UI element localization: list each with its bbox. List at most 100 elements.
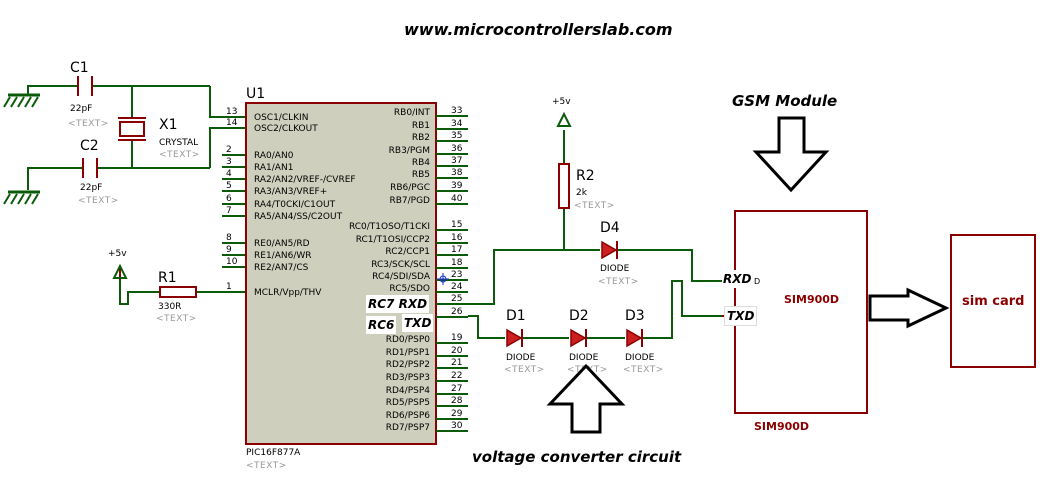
mcu-pin-name: RD0/PSP0 (386, 335, 431, 345)
gsm-txd-caption: TXD (724, 306, 758, 326)
sim-card-block: sim card (950, 234, 1036, 368)
d3-value: DIODE (625, 353, 655, 363)
mcu-pin-name: RA0/AN0 (254, 151, 294, 161)
mcu-pin-number: 35 (451, 131, 462, 141)
r2-text: <TEXT> (574, 201, 615, 211)
mcu-pin-name: RA2/AN2/VREF-/CVREF (254, 175, 356, 185)
r1-value: 330R (158, 302, 181, 312)
c2-value: 22pF (80, 183, 102, 193)
mcu-pin-name: RD6/PSP6 (386, 411, 431, 421)
mcu-pin-number: 17 (451, 245, 462, 255)
ground-symbol-1 (3, 93, 40, 108)
mcu-pin-number: 29 (451, 409, 463, 419)
mcu-pin-number: 25 (451, 294, 462, 304)
mcu-part: PIC16F877A (246, 448, 301, 458)
website-banner: www.microcontrollerslab.com (400, 17, 673, 43)
mcu-text: <TEXT> (246, 461, 287, 471)
d2-ref: D2 (569, 308, 589, 324)
mcu-pin-name: RE0/AN5/RD (254, 239, 310, 249)
wires (27, 85, 722, 339)
c1-value: 22pF (70, 104, 92, 114)
mcu-pin-name: RC3/SCK/SCL (371, 260, 430, 270)
mcu-pin-number: 37 (451, 156, 462, 166)
mcu-pin-number: 38 (451, 168, 463, 178)
mcu-pin-number: 4 (226, 169, 232, 179)
mcu-pin-number: 9 (226, 245, 232, 255)
mcu-pin-name: RD5/PSP5 (386, 398, 430, 408)
txd-caption: TXD (402, 314, 434, 332)
mcu-pin-number: 18 (451, 258, 463, 268)
d1-ref: D1 (506, 308, 526, 324)
mcu-pin-number: 5 (226, 181, 232, 191)
vcc2-label: +5v (552, 97, 571, 107)
mcu-pin-name: RA1/AN1 (254, 163, 293, 173)
diode-d1: D1 DIODE <TEXT> (504, 308, 544, 375)
mcu-pin-number: 28 (451, 396, 463, 406)
sim-box (950, 234, 1036, 368)
mcu-right-pins: 33RB0/INT34RB135RB236RB3/PGM37RB438RB539… (349, 106, 468, 433)
mcu-pin-number: 40 (451, 194, 463, 204)
mcu-pin-number: 7 (226, 206, 232, 216)
gsm-d-fragment: D (754, 277, 760, 286)
diode-d4: D4 DIODE <TEXT> (598, 220, 639, 287)
mcu-pin-name: RB3/PGM (389, 146, 430, 156)
mcu-pin-name: RD1/PSP1 (386, 348, 430, 358)
diode-d3: D3 DIODE <TEXT> (623, 308, 663, 375)
mcu-pin-name: RC2/CCP1 (385, 247, 430, 257)
crosshair-icon (437, 273, 449, 285)
gsm-outer-label: SIM900D (754, 420, 809, 433)
vcc1-label: +5v (108, 249, 127, 259)
d4-value: DIODE (600, 264, 630, 274)
d4-text: <TEXT> (598, 277, 639, 287)
mcu-pin-name: RA5/AN4/SS/C2OUT (254, 212, 343, 222)
mcu-pin-name: RD4/PSP4 (386, 386, 431, 396)
mcu-body (245, 102, 437, 445)
mcu-pin-name: RE1/AN6/WR (254, 251, 312, 261)
mcu-pin-number: 13 (226, 107, 237, 117)
mcu-pin-name: RA3/AN3/VREF+ (254, 187, 327, 197)
mcu-pin-name: RB5 (412, 170, 430, 180)
mcu-pin-name: RC0/T1OSO/T1CKI (349, 222, 430, 232)
mcu-pin-name: RB0/INT (394, 108, 431, 118)
mcu-pin-number: 33 (451, 106, 462, 116)
c1-text: <TEXT> (68, 119, 109, 129)
x1-ref: X1 (159, 117, 178, 133)
resistor-r1: R1 330R <TEXT> (156, 270, 197, 324)
arrow-up-icon (546, 363, 626, 434)
mcu-pin-number: 26 (451, 307, 463, 317)
mcu-pin-number: 34 (451, 119, 463, 129)
mcu-pin-number: 21 (451, 358, 462, 368)
mcu-pin-number: 8 (226, 233, 232, 243)
ground-symbol-2 (3, 190, 40, 205)
mcu-pin-name: RA4/T0CKI/C1OUT (254, 200, 336, 210)
d4-ref: D4 (600, 220, 620, 236)
gsm-inner-label: SIM900D (784, 293, 839, 306)
gsm-rxd-text: RXD (723, 272, 752, 286)
rc7-rxd-caption: RC7 RXD (366, 295, 430, 313)
mcu-pin-name: RC1/T1OSI/CCP2 (356, 235, 430, 245)
r1-text: <TEXT> (156, 314, 197, 324)
mcu-pin-name: RD2/PSP2 (386, 360, 430, 370)
mcu-pin-name: RD7/PSP7 (386, 423, 430, 433)
mcu-pin-number: 30 (451, 421, 463, 431)
mcu-pin-number: 16 (451, 233, 463, 243)
mcu-pin-number: 20 (451, 346, 463, 356)
d2-value: DIODE (569, 353, 599, 363)
r1-ref: R1 (158, 270, 177, 286)
mcu-left-pins: 13OSC1/CLKIN14OSC2/CLKOUT2RA0/AN03RA1/AN… (226, 107, 356, 298)
mcu-pin-number: 2 (226, 145, 232, 155)
mcu-pin-number: 39 (451, 181, 463, 191)
mcu-pin-name: RB7/PGD (389, 196, 430, 206)
mcu-pic16f877a: U1 PIC16F877A <TEXT> 13OSC1/CLKIN14OSC2/… (226, 86, 468, 471)
capacitor-c2: C2 22pF <TEXT> (78, 138, 118, 206)
power-rail-r2: +5v (552, 97, 572, 127)
x1-text: <TEXT> (159, 150, 200, 160)
c2-ref: C2 (80, 138, 99, 154)
mcu-pin-number: 3 (226, 157, 232, 167)
mcu-pin-name: RB1 (412, 121, 430, 131)
mcu-pin-number: 24 (451, 282, 463, 292)
power-rail-r1: +5v (108, 249, 128, 280)
gsm-module-caption: GSM Module (728, 89, 848, 113)
diode-d2: D2 DIODE <TEXT> (567, 308, 607, 375)
